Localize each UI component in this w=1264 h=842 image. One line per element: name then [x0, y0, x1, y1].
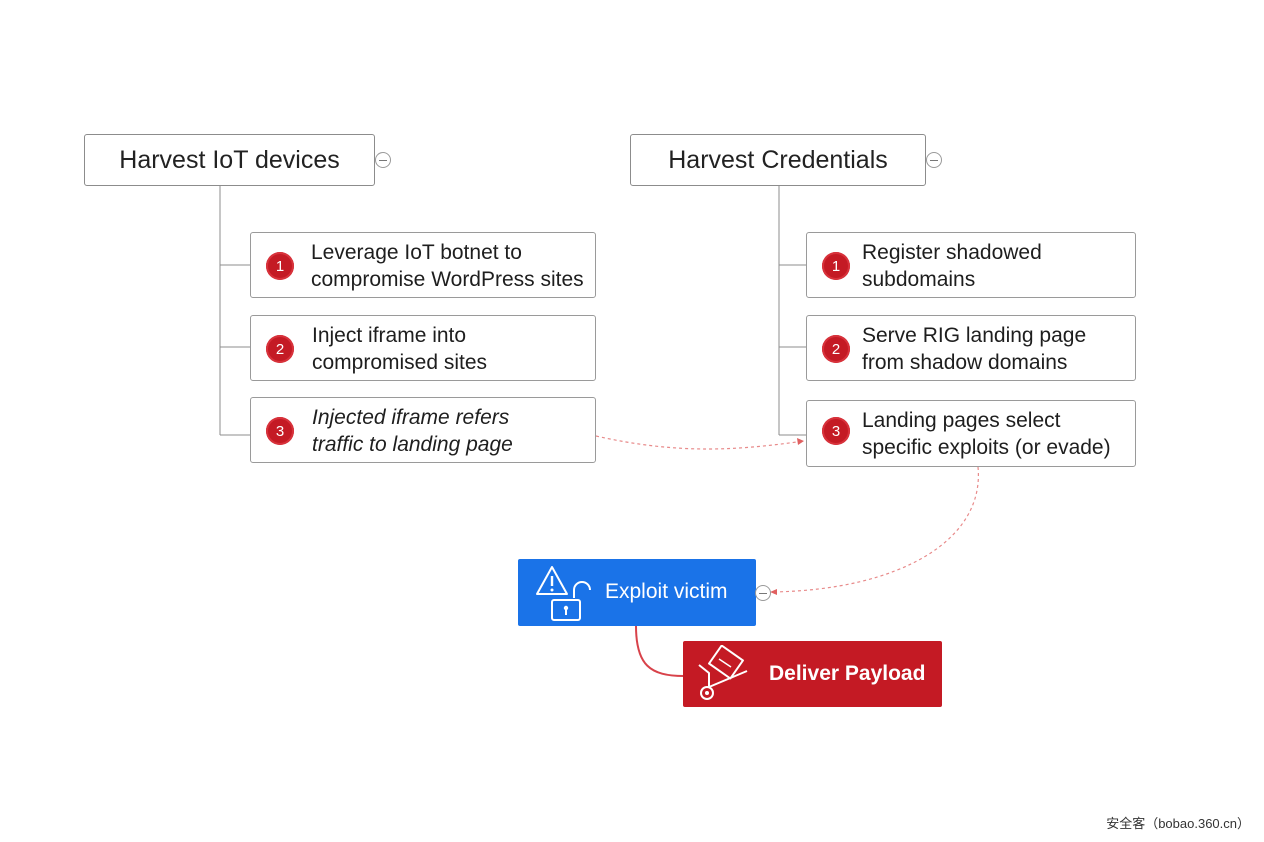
step-line: from shadow domains [862, 351, 1068, 374]
step-node-1[interactable]: 1 Register shadowed subdomains [806, 232, 1136, 298]
relationship-landing-to-exploit [771, 466, 979, 593]
step-line: Serve RIG landing page [862, 324, 1087, 347]
step-node-3[interactable]: 3 Landing pages select specific exploits… [806, 400, 1136, 467]
root-node-harvest-iot[interactable]: Harvest IoT devices [84, 134, 375, 186]
deliver-payload-label: Deliver Payload [769, 662, 926, 685]
watermark-text: 安全客（bobao.360.cn） [1106, 816, 1250, 831]
root-title: Harvest Credentials [668, 145, 888, 174]
relationship-arrowhead [797, 438, 804, 445]
root-title: Harvest IoT devices [119, 145, 340, 174]
step-node-2[interactable]: 2 Serve RIG landing page from shadow dom… [806, 315, 1136, 381]
step-line: specific exploits (or evade) [862, 436, 1111, 459]
step-line: traffic to landing page [312, 433, 513, 456]
step-line: compromised sites [312, 351, 488, 374]
right-tree-lines [778, 186, 807, 436]
step-badge: 1 [266, 252, 294, 280]
step-line: Leverage IoT botnet to [311, 241, 522, 264]
step-text: Register shadowed subdomains [862, 239, 1042, 293]
step-text: Inject iframe into compromised sites [312, 322, 487, 376]
step-badge: 3 [822, 417, 850, 445]
step-badge: 1 [822, 252, 850, 280]
collapse-toggle[interactable] [755, 585, 771, 601]
exploit-victim-label: Exploit victim [605, 580, 728, 603]
step-line: Landing pages select [862, 409, 1061, 432]
collapse-toggle[interactable] [926, 152, 942, 168]
left-tree-lines [219, 186, 251, 436]
step-node-3[interactable]: 3 Injected iframe refers traffic to land… [250, 397, 596, 463]
step-badge: 2 [266, 335, 294, 363]
step-text: Leverage IoT botnet to compromise WordPr… [311, 239, 584, 293]
step-text: Landing pages select specific exploits (… [862, 407, 1111, 461]
step-node-1[interactable]: 1 Leverage IoT botnet to compromise Word… [250, 232, 596, 298]
step-badge: 2 [822, 335, 850, 363]
exploit-to-payload-line [635, 625, 685, 677]
relationship-iframe-to-landing [595, 435, 805, 450]
step-line: Register shadowed [862, 241, 1042, 264]
step-line: Injected iframe refers [312, 406, 510, 429]
root-node-harvest-credentials[interactable]: Harvest Credentials [630, 134, 926, 186]
step-text: Serve RIG landing page from shadow domai… [862, 322, 1086, 376]
relationship-arrowhead-2 [770, 589, 777, 595]
collapse-toggle[interactable] [375, 152, 391, 168]
step-line: compromise WordPress sites [311, 268, 584, 291]
step-badge: 3 [266, 417, 294, 445]
exploit-victim-node[interactable]: Exploit victim [518, 559, 756, 626]
step-text: Injected iframe refers traffic to landin… [312, 404, 513, 458]
step-line: Inject iframe into [312, 324, 467, 347]
warning-unlock-icon [536, 566, 591, 621]
step-line: subdomains [862, 268, 976, 291]
step-node-2[interactable]: 2 Inject iframe into compromised sites [250, 315, 596, 381]
hand-truck-icon [698, 645, 748, 700]
deliver-payload-node[interactable]: Deliver Payload [683, 641, 942, 707]
